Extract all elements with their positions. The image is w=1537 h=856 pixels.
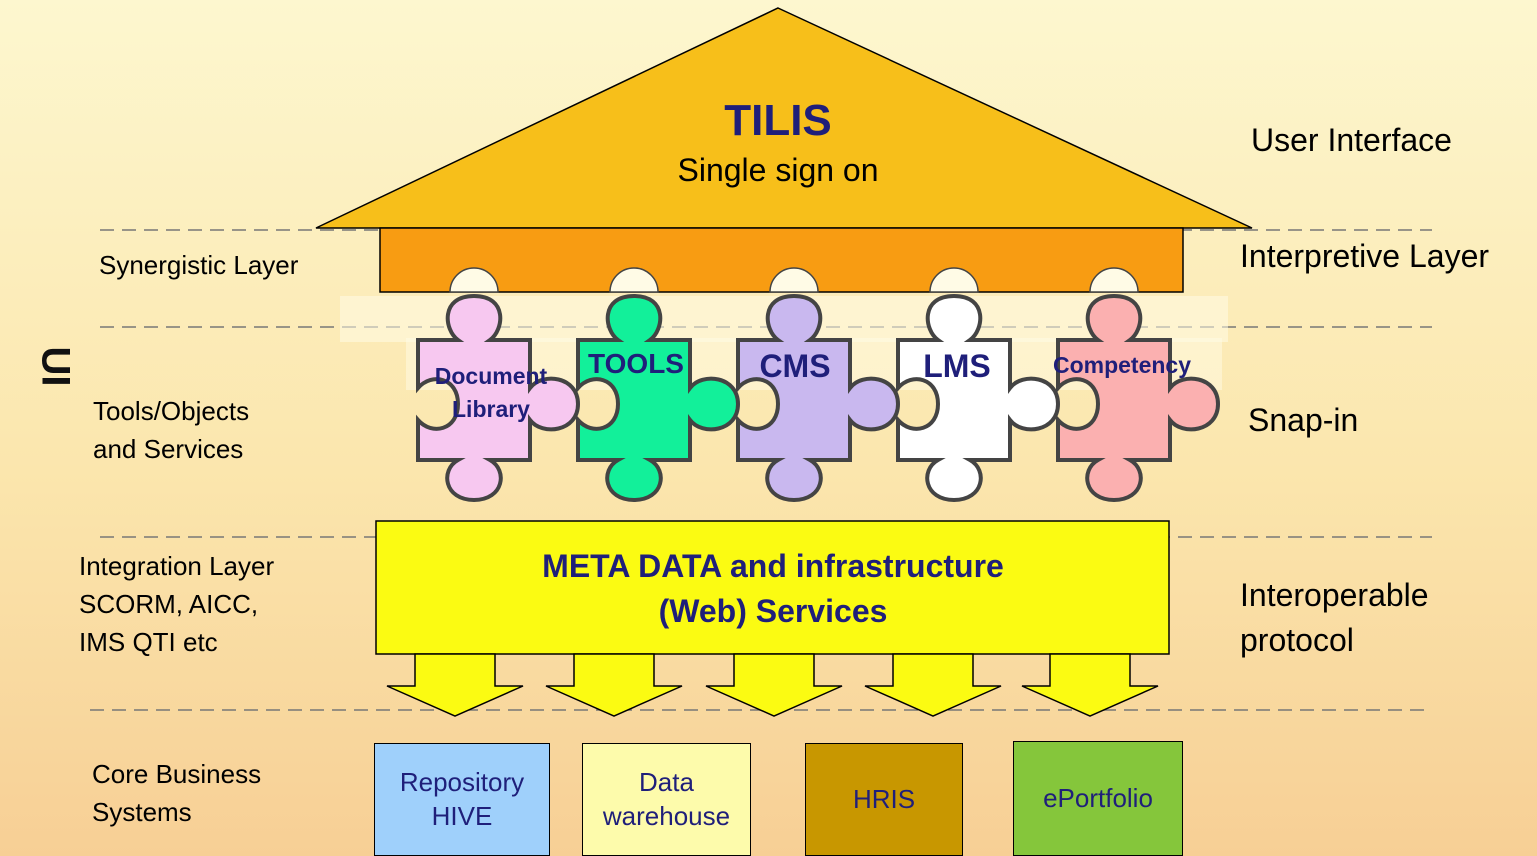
roof-subtitle: Single sign on: [677, 152, 879, 188]
interpretive-layer-label: Interpretive Layer: [1240, 238, 1490, 274]
user-interface-label: User Interface: [1251, 122, 1452, 158]
meta-data-text: META DATA and infrastructure (Web) Servi…: [378, 544, 1168, 634]
interoperable-label-line1: Interoperable: [1240, 577, 1429, 613]
tools-label-line1: Tools/Objects: [93, 396, 250, 426]
core-label-line2: Systems: [92, 797, 192, 827]
core-box-line2: warehouse: [602, 800, 731, 831]
meta-line2: (Web) Services: [658, 592, 888, 629]
core-box-line1: Data: [639, 766, 694, 797]
integration-label-line1: Integration Layer: [79, 551, 275, 581]
puzzle-piece: [896, 293, 1061, 503]
down-arrow: [705, 653, 843, 717]
socket-nub: [929, 267, 979, 293]
side-ui-text: UI: [33, 346, 78, 387]
integration-label-line2: SCORM, AICC,: [79, 589, 259, 619]
piece-label-line2: Library: [452, 396, 530, 423]
core-box-line1: HRIS: [852, 783, 916, 814]
puzzle-piece: [736, 293, 901, 503]
arrows: [386, 653, 1159, 717]
interoperable-label-line2: protocol: [1240, 622, 1354, 658]
socket-nub: [609, 267, 659, 293]
socket-nub: [1089, 267, 1139, 293]
piece-label-document: Document Library: [414, 360, 568, 427]
piece-label-cms: CMS: [759, 348, 831, 384]
down-arrow: [386, 653, 524, 717]
down-arrow: [864, 653, 1002, 717]
puzzle-piece: [1056, 293, 1221, 503]
roof-title: TILIS: [724, 96, 832, 145]
piece-label-competency: Competency: [1052, 352, 1192, 378]
down-arrow: [1021, 653, 1159, 717]
core-box-line1: ePortfolio: [1043, 782, 1153, 813]
synergistic-layer-label: Synergistic Layer: [99, 250, 299, 280]
core-box-eportfolio: ePortfolio: [1013, 741, 1183, 856]
meta-line1: META DATA and infrastructure: [542, 548, 1004, 584]
core-label-line1: Core Business: [92, 759, 262, 789]
socket-nub: [449, 267, 499, 293]
puzzle-piece: [576, 293, 741, 503]
piece-label-tools: TOOLS: [588, 348, 684, 379]
core-box-hris: HRIS: [805, 743, 963, 856]
socket-nub: [769, 267, 819, 293]
snap-in-label: Snap-in: [1248, 402, 1359, 438]
core-box-line1: Repository: [399, 766, 525, 797]
piece-label-lms: LMS: [923, 348, 991, 384]
integration-label-line3: IMS QTI etc: [79, 627, 218, 657]
tools-label-line2: and Services: [93, 434, 244, 464]
puzzle-piece: [416, 293, 581, 503]
meta-data-box: [375, 520, 1170, 655]
puzzle-pieces: [416, 267, 1221, 503]
down-arrow: [545, 653, 683, 717]
piece-label-line1: Document: [434, 363, 548, 389]
core-box-line2: HIVE: [431, 800, 493, 831]
